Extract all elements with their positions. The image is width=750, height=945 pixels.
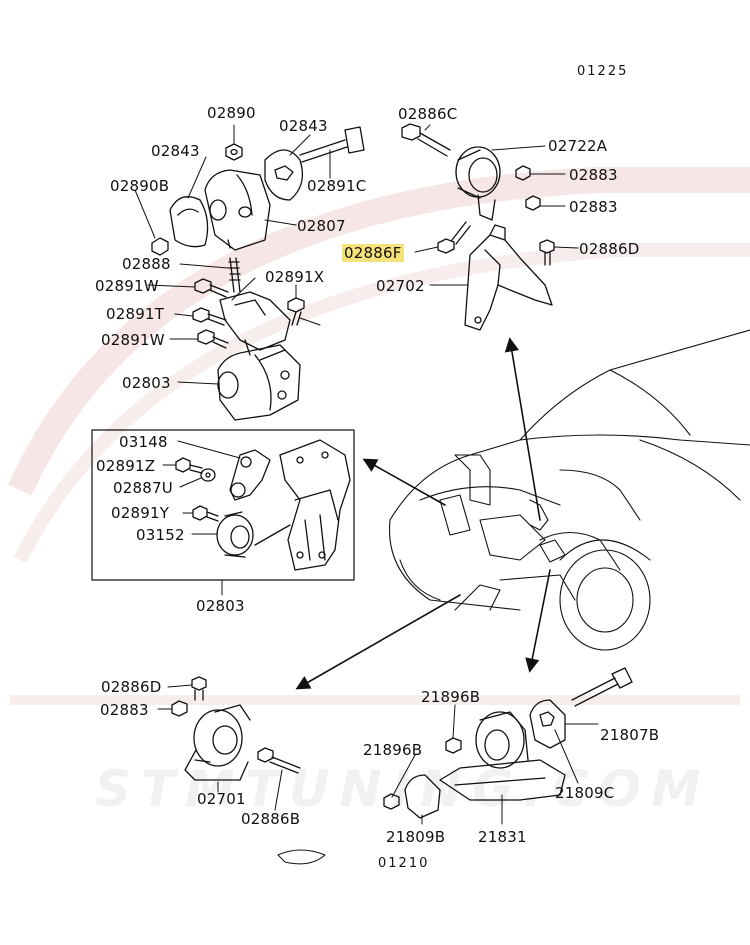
label-02886B[interactable]: 02886B xyxy=(241,810,301,828)
label-02886C[interactable]: 02886C xyxy=(398,105,458,123)
label-02891Y[interactable]: 02891Y xyxy=(111,504,170,522)
detail-parts xyxy=(175,439,351,571)
label-02886D-bottom[interactable]: 02886D xyxy=(101,678,162,696)
ref-top: 01225 xyxy=(577,64,629,79)
label-21896B-lower[interactable]: 21896B xyxy=(363,741,423,759)
label-02883-upper[interactable]: 02883 xyxy=(569,166,618,184)
label-02701[interactable]: 02701 xyxy=(197,790,246,808)
label-02886F[interactable]: 02886F xyxy=(342,244,404,262)
label-02888[interactable]: 02888 xyxy=(122,255,171,273)
label-02890[interactable]: 02890 xyxy=(207,104,256,122)
label-02807[interactable]: 02807 xyxy=(297,217,346,235)
label-02891C[interactable]: 02891C xyxy=(307,177,367,195)
detail-leaders xyxy=(162,440,241,596)
label-21896B-top[interactable]: 21896B xyxy=(421,688,481,706)
br-mount-parts xyxy=(383,667,633,819)
label-02883-bottom[interactable]: 02883 xyxy=(100,701,149,719)
label-02803-bottom[interactable]: 02803 xyxy=(196,597,245,615)
tr-mount-parts xyxy=(401,123,555,331)
label-03152[interactable]: 03152 xyxy=(136,526,185,544)
pointer-arrows xyxy=(295,337,551,690)
partial-part xyxy=(277,849,326,865)
label-02887U[interactable]: 02887U xyxy=(113,479,173,497)
label-02891X[interactable]: 02891X xyxy=(265,268,325,286)
label-21809B[interactable]: 21809B xyxy=(386,828,446,846)
label-02886F-text: 02886F xyxy=(342,244,404,262)
watermark-text: STMTUNING.COM xyxy=(95,760,711,818)
label-02891W-top[interactable]: 02891W xyxy=(95,277,159,295)
label-02803-top[interactable]: 02803 xyxy=(122,374,171,392)
label-02891W-bottom[interactable]: 02891W xyxy=(101,331,165,349)
tr-leaders xyxy=(414,124,579,286)
label-03148[interactable]: 03148 xyxy=(119,433,168,451)
tl-leaders xyxy=(134,124,331,385)
label-02883-lower[interactable]: 02883 xyxy=(569,198,618,216)
label-21807B[interactable]: 21807B xyxy=(600,726,660,744)
ref-bottom: 01210 xyxy=(378,856,430,871)
label-02843-left[interactable]: 02843 xyxy=(151,142,200,160)
detail-box xyxy=(91,429,355,581)
label-02843-right[interactable]: 02843 xyxy=(279,117,328,135)
label-02891Z[interactable]: 02891Z xyxy=(96,457,156,475)
label-02890B[interactable]: 02890B xyxy=(110,177,170,195)
label-21831[interactable]: 21831 xyxy=(478,828,527,846)
bl-leaders xyxy=(157,684,283,811)
label-02886D-top[interactable]: 02886D xyxy=(579,240,640,258)
label-02702[interactable]: 02702 xyxy=(376,277,425,295)
label-21809C[interactable]: 21809C xyxy=(555,784,615,802)
br-leaders xyxy=(391,704,599,825)
bl-mount-parts xyxy=(171,676,301,781)
car-outline xyxy=(388,329,750,651)
label-02891T[interactable]: 02891T xyxy=(106,305,165,323)
tl-mount-parts xyxy=(151,126,365,421)
label-02722A[interactable]: 02722A xyxy=(548,137,608,155)
